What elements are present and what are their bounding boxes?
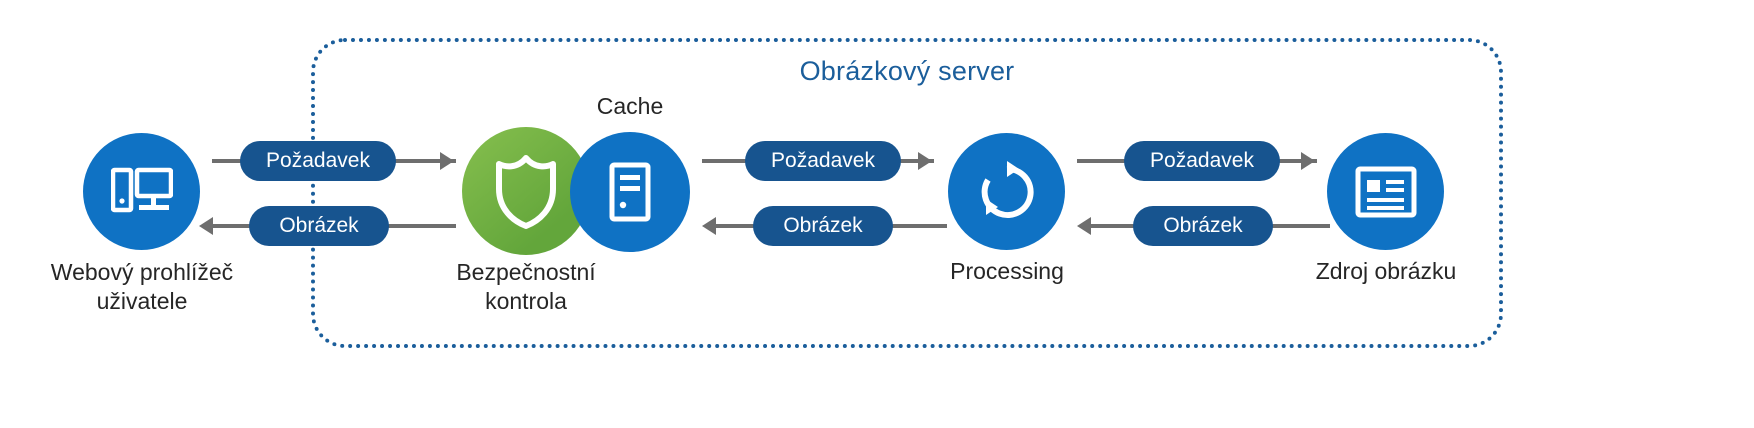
flow-label-image-1[interactable]: Obrázek — [249, 206, 389, 246]
node-image-source-label: Zdroj obrázku — [1315, 258, 1457, 284]
web-browser-circle — [83, 133, 200, 250]
shield-icon — [493, 153, 559, 229]
node-processing-label: Processing — [950, 258, 1064, 284]
refresh-cycle-icon — [976, 160, 1038, 223]
arrowhead-right-3 — [1301, 152, 1315, 170]
flow-label-request-1[interactable]: Požadavek — [240, 141, 396, 181]
desktop-computer-icon — [110, 166, 173, 218]
flow-label-request-2[interactable]: Požadavek — [745, 141, 901, 181]
node-cache-label: Cache — [596, 93, 664, 119]
flow-label-image-2[interactable]: Obrázek — [753, 206, 893, 246]
security-check-circle — [462, 127, 590, 255]
arrowhead-left-1 — [199, 217, 213, 235]
image-server-boundary — [311, 38, 1503, 348]
cache-circle — [570, 132, 690, 252]
server-rack-icon — [609, 162, 651, 222]
arrowhead-right-1 — [440, 152, 454, 170]
arrowhead-left-3 — [1077, 217, 1091, 235]
arrowhead-right-2 — [918, 152, 932, 170]
flow-label-image-3[interactable]: Obrázek — [1133, 206, 1273, 246]
image-list-icon — [1355, 166, 1417, 218]
arrowhead-left-2 — [702, 217, 716, 235]
processing-circle — [948, 133, 1065, 250]
image-source-circle — [1327, 133, 1444, 250]
image-server-title: Obrázkový server — [799, 56, 1015, 86]
flow-label-request-3[interactable]: Požadavek — [1124, 141, 1280, 181]
